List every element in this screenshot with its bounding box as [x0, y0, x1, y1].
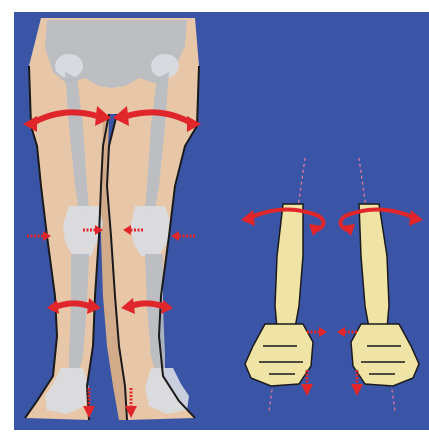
- illustration-frame: [7, 6, 422, 424]
- diagram-canvas: [7, 6, 429, 436]
